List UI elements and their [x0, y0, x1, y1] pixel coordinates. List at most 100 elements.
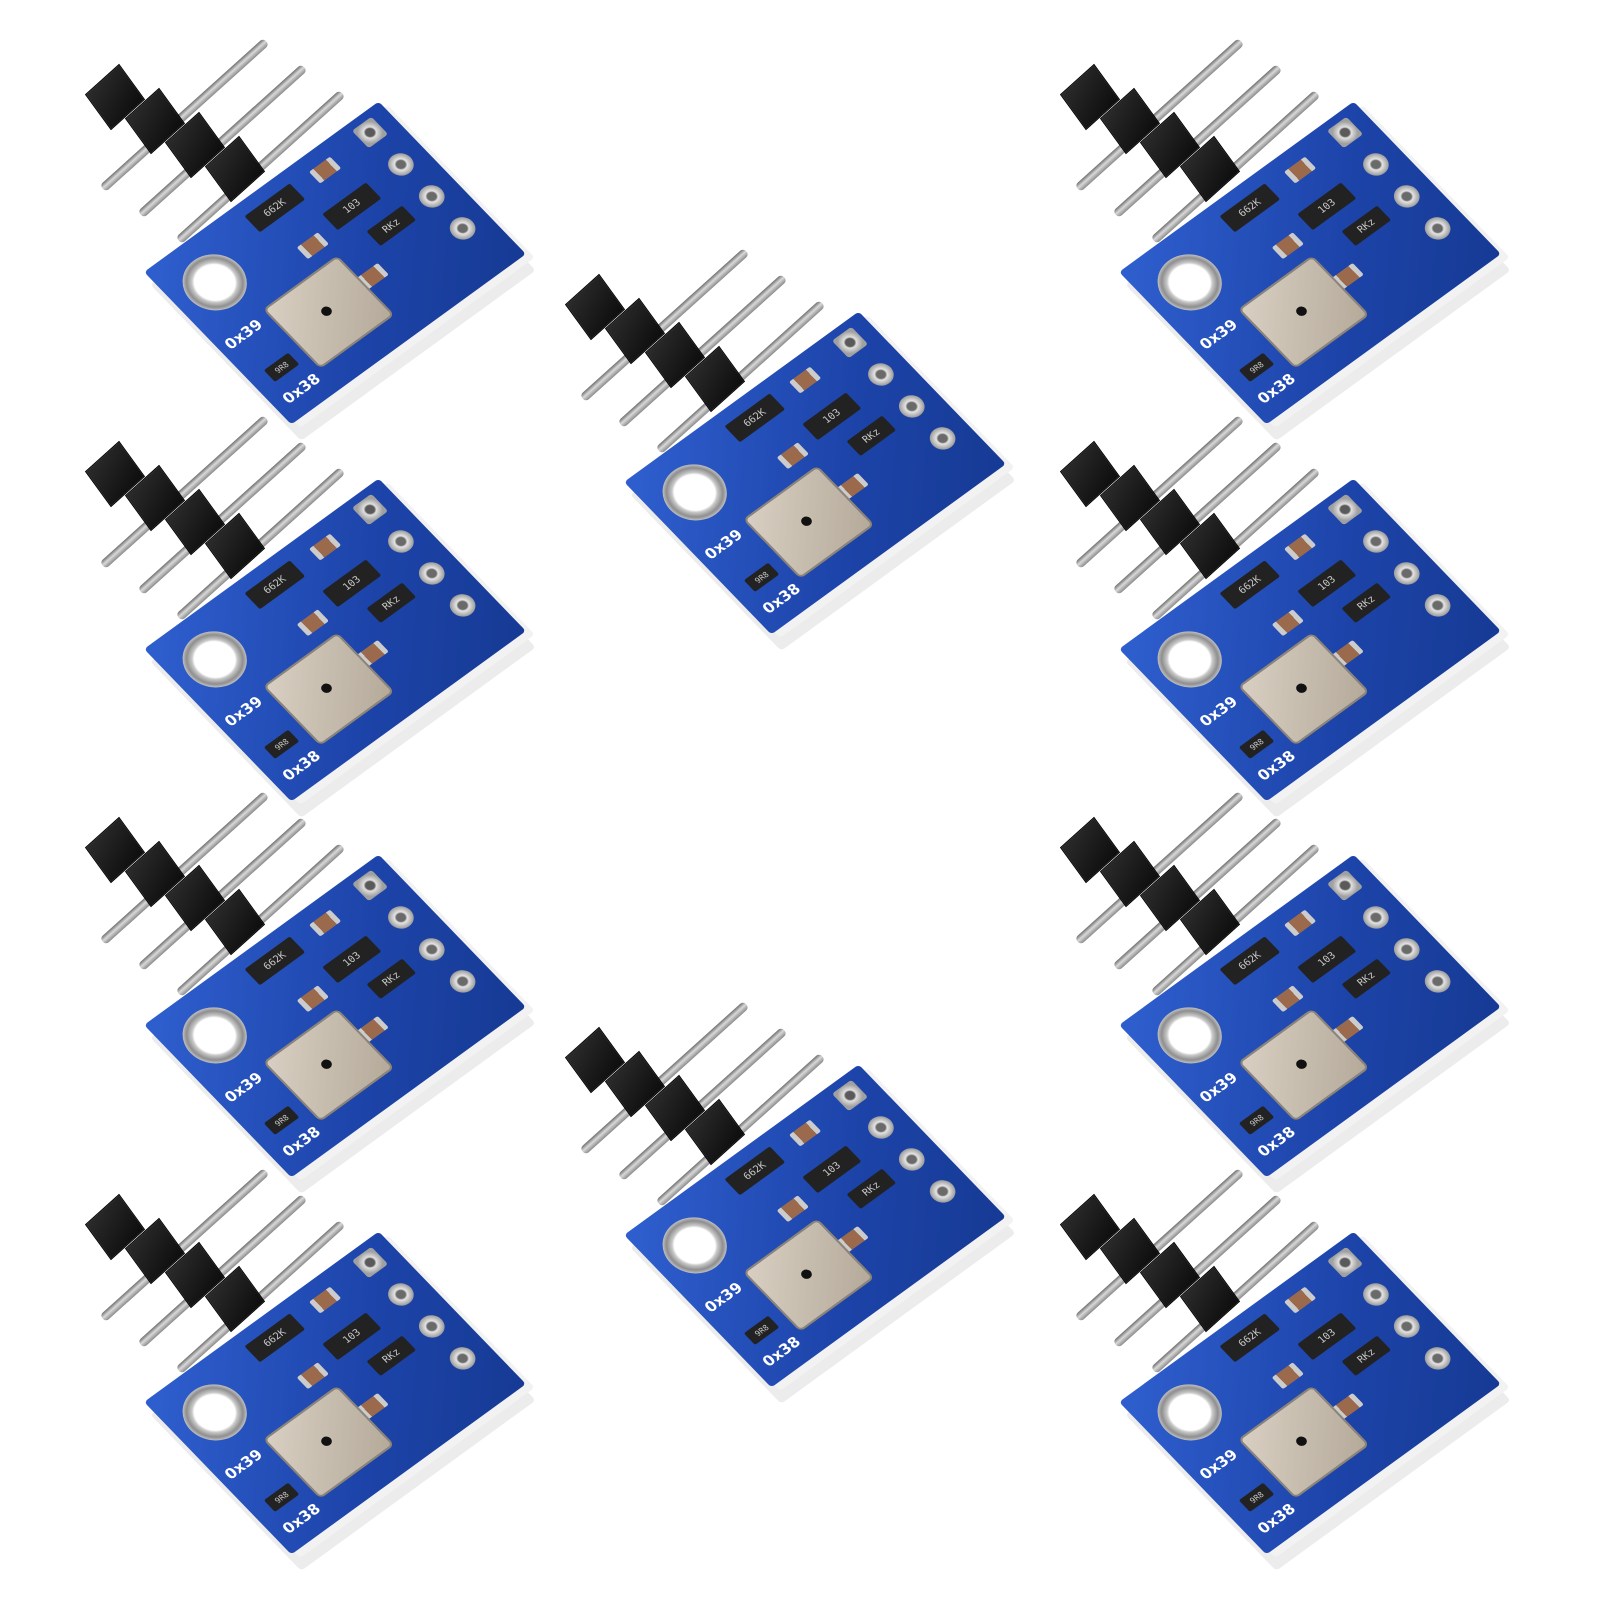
pin-pad	[862, 1111, 900, 1144]
ic-chip: RKz	[846, 415, 897, 456]
address-label-0x38: 0x38	[278, 1500, 325, 1538]
sensor-module: 662K 103 RKz 9R8 0x39 0x38	[540, 978, 1020, 1404]
address-label-0x39: 0x39	[1195, 692, 1242, 730]
address-label-0x39: 0x39	[220, 692, 267, 730]
mounting-hole	[169, 619, 261, 699]
pin-pad	[382, 901, 420, 934]
ic-label: RKz	[380, 969, 403, 989]
pin-pad	[1388, 933, 1425, 966]
pcb-assembly: 662K 103 RKz 9R8 0x39 0x38	[1119, 100, 1515, 441]
small-resistor-label: 9R8	[1247, 1489, 1266, 1505]
pin-pad-square	[1326, 869, 1364, 902]
transistor-label: 662K	[741, 1159, 769, 1182]
sensor-vent	[318, 304, 335, 318]
resistor-array: 103	[322, 182, 382, 231]
pin-pad	[1357, 1278, 1395, 1311]
address-label-0x38: 0x38	[758, 1333, 805, 1371]
ic-chip: RKz	[366, 582, 417, 623]
pin-pad	[924, 1175, 961, 1208]
pcb-assembly: 662K 103 RKz 9R8 0x39 0x38	[624, 1063, 1020, 1404]
pin-pad	[893, 390, 930, 423]
pin-pad-square	[351, 869, 389, 902]
ic-chip: RKz	[1341, 582, 1392, 623]
mounting-hole	[1144, 619, 1236, 699]
sensor-module: 662K 103 RKz 9R8 0x39 0x38	[540, 225, 1020, 651]
address-label-0x39: 0x39	[700, 525, 747, 563]
small-resistor-label: 9R8	[1247, 736, 1266, 752]
ic-chip: RKz	[1341, 205, 1392, 246]
sensor-vent	[318, 681, 335, 695]
pin-pad-square	[351, 493, 389, 526]
small-resistor: 9R8	[1238, 352, 1275, 382]
sensor-module: 662K 103 RKz 9R8 0x39 0x38	[60, 392, 540, 818]
ic-label: RKz	[1355, 1346, 1378, 1366]
ic-label: RKz	[860, 426, 883, 446]
ic-chip: RKz	[366, 1335, 417, 1376]
resistor-array: 103	[1297, 1312, 1357, 1361]
sensor-module: 662K 103 RKz 9R8 0x39 0x38	[1035, 1145, 1515, 1571]
address-label-0x39: 0x39	[1195, 1068, 1242, 1106]
capacitor	[776, 1195, 809, 1223]
pcb: 662K 103 RKz 9R8 0x39 0x38	[1119, 101, 1501, 425]
ic-label: RKz	[860, 1179, 883, 1199]
transistor-chip: 662K	[724, 393, 786, 443]
pcb: 662K 103 RKz 9R8 0x39 0x38	[144, 854, 526, 1178]
capacitor	[1283, 1286, 1317, 1314]
small-resistor-label: 9R8	[752, 569, 771, 585]
transistor-chip: 662K	[1219, 1313, 1281, 1363]
pin-pad	[1388, 557, 1425, 590]
transistor-chip: 662K	[1219, 936, 1281, 986]
pin-pad	[924, 422, 961, 455]
small-resistor: 9R8	[743, 1315, 780, 1345]
capacitor	[1283, 909, 1317, 937]
pin-pad	[862, 358, 900, 391]
pin-pad	[1419, 212, 1456, 245]
small-resistor: 9R8	[743, 562, 780, 592]
resistor-array-label: 103	[820, 406, 843, 426]
transistor-label: 662K	[1236, 1326, 1264, 1349]
pin-pad	[1419, 1342, 1456, 1375]
capacitor	[296, 1362, 329, 1390]
resistor-array: 103	[802, 392, 862, 441]
resistor-array: 103	[1297, 559, 1357, 608]
ic-chip: RKz	[1341, 958, 1392, 999]
small-resistor: 9R8	[1238, 1482, 1275, 1512]
transistor-chip: 662K	[244, 560, 306, 610]
transistor-label: 662K	[1236, 196, 1264, 219]
transistor-chip: 662K	[1219, 183, 1281, 233]
pcb-assembly: 662K 103 RKz 9R8 0x39 0x38	[144, 100, 540, 441]
transistor-chip: 662K	[1219, 560, 1281, 610]
pin-pad	[444, 589, 481, 622]
resistor-array-label: 103	[1315, 196, 1338, 216]
mounting-hole	[1144, 242, 1236, 322]
pcb-assembly: 662K 103 RKz 9R8 0x39 0x38	[144, 1230, 540, 1571]
transistor-label: 662K	[741, 406, 769, 429]
pcb-assembly: 662K 103 RKz 9R8 0x39 0x38	[144, 853, 540, 1194]
resistor-array-label: 103	[1315, 949, 1338, 969]
sensor-vent	[798, 1267, 815, 1281]
small-resistor: 9R8	[263, 352, 300, 382]
pin-pad	[413, 557, 450, 590]
pcb: 662K 103 RKz 9R8 0x39 0x38	[1119, 854, 1501, 1178]
small-resistor: 9R8	[263, 729, 300, 759]
ic-label: RKz	[380, 593, 403, 613]
sensor-vent	[1293, 1434, 1310, 1448]
pin-pad-square	[1326, 116, 1364, 149]
ic-chip: RKz	[366, 205, 417, 246]
pin-pad	[382, 148, 420, 181]
capacitor	[1283, 156, 1317, 184]
capacitor	[308, 909, 342, 937]
mounting-hole	[649, 452, 741, 532]
capacitor	[296, 985, 329, 1013]
small-resistor-label: 9R8	[1247, 1112, 1266, 1128]
pin-pad	[1419, 965, 1456, 998]
pin-pad-square	[1326, 493, 1364, 526]
pin-pad-square	[831, 1079, 869, 1112]
small-resistor-label: 9R8	[272, 359, 291, 375]
resistor-array-label: 103	[340, 949, 363, 969]
pcb: 662K 103 RKz 9R8 0x39 0x38	[1119, 478, 1501, 802]
pcb: 662K 103 RKz 9R8 0x39 0x38	[144, 1231, 526, 1555]
mounting-hole	[1144, 995, 1236, 1075]
mounting-hole	[169, 995, 261, 1075]
pcb-assembly: 662K 103 RKz 9R8 0x39 0x38	[144, 477, 540, 818]
